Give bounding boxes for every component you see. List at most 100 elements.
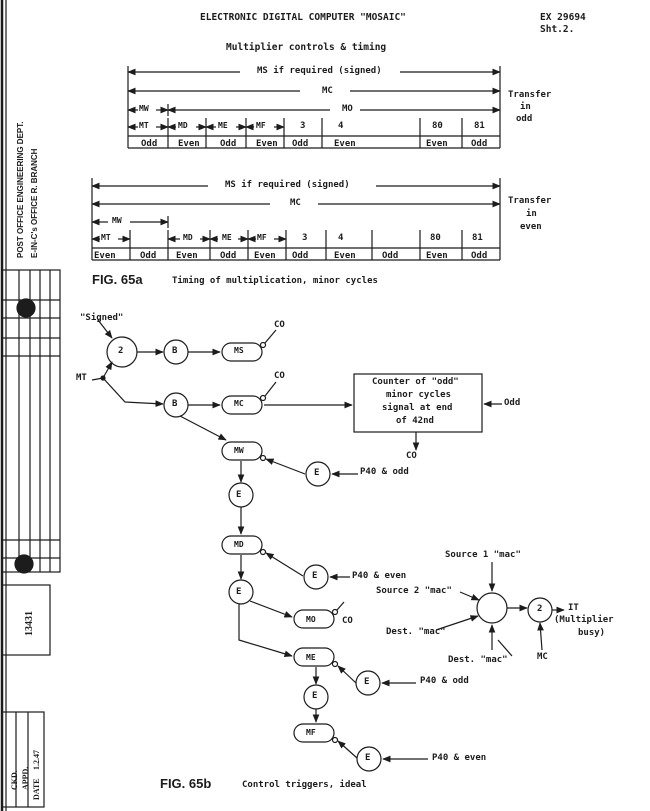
mc-trigger-label: MC [234, 399, 244, 408]
gate-e [303, 564, 329, 590]
counter-text-line: minor cycles [386, 390, 452, 400]
fig-65a-caption: Timing of multiplication, minor cycles [172, 276, 378, 286]
odd-cell: Odd [141, 139, 158, 149]
even-cell: Odd [220, 251, 237, 261]
gate-e [228, 482, 254, 508]
mw-trigger [221, 441, 263, 461]
md-trigger-label: MD [234, 540, 244, 549]
odd-cycle-4: 4 [338, 121, 344, 131]
p40-odd-label-1: P40 & odd [360, 467, 409, 477]
mo-trigger-label: MO [306, 615, 316, 624]
odd-mc-label: MC [322, 86, 333, 96]
even-cell: Even [426, 251, 448, 261]
even-cycle-81: 81 [472, 233, 483, 243]
mc-co-label: CO [274, 371, 285, 381]
odd-cycle-counter-box [353, 373, 483, 433]
me-trigger [293, 647, 335, 667]
dest-1-label: Dest. "mac" [386, 627, 446, 637]
mo-co-label: CO [342, 616, 353, 626]
odd-me-label: ME [218, 121, 228, 130]
even-cycle-80: 80 [430, 233, 441, 243]
even-cycle-4: 4 [338, 233, 344, 243]
odd-mt-label: MT [139, 121, 149, 130]
gate-e-label: E [312, 571, 318, 581]
and-gate-2 [106, 336, 138, 368]
odd-cycle-80: 80 [432, 121, 443, 131]
fig-65a-number: FIG. 65a [92, 272, 143, 287]
even-cell: Even [254, 251, 276, 261]
fig-65b-caption: Control triggers, ideal [242, 780, 367, 790]
ms-co-label: CO [274, 320, 285, 330]
mf-trigger-label: MF [306, 728, 316, 737]
even-cell: Odd [292, 251, 309, 261]
gate-e-label: E [236, 587, 242, 597]
odd-cell: Even [334, 139, 356, 149]
ms-trigger [221, 342, 263, 362]
gate-e [228, 579, 254, 605]
odd-cell: Odd [471, 139, 488, 149]
even-cycle-3: 3 [302, 233, 308, 243]
odd-mw-label: MW [139, 104, 149, 113]
odd-mf-label: MF [256, 121, 266, 130]
mc-input-label: MC [537, 652, 548, 662]
even-cell: Odd [471, 251, 488, 261]
gate-b [163, 392, 189, 418]
and-gate-2-label: 2 [118, 346, 124, 356]
dest-2-label: Dest. "mac" [448, 655, 508, 665]
counter-text-line: of 42nd [396, 416, 434, 426]
sheet-number: Sht.2. [540, 24, 575, 35]
odd-cycle-3: 3 [300, 121, 306, 131]
p40-odd-label-2: P40 & odd [420, 676, 469, 686]
counter-text-line: Counter of "odd" [372, 377, 459, 387]
odd-mo-label: MO [342, 104, 353, 114]
md-trigger [221, 535, 263, 555]
odd-cycle-81: 81 [474, 121, 485, 131]
source-2-label: Source 2 "mac" [376, 586, 452, 596]
me-trigger-label: ME [306, 653, 316, 662]
even-cell: Even [176, 251, 198, 261]
control-trigger-diagram [91, 319, 565, 772]
odd-cell: Odd [292, 139, 309, 149]
even-transfer-label: even [520, 222, 542, 232]
even-cell: Even [334, 251, 356, 261]
mo-trigger [293, 609, 335, 629]
and-gate-2-label: 2 [537, 604, 543, 614]
gate-e-label: E [364, 677, 370, 687]
even-timing-bars [91, 178, 501, 261]
gate-b-label: B [172, 346, 178, 356]
p40-even-label-2: P40 & even [432, 753, 487, 763]
sheet-subtitle: Multiplier controls & timing [226, 42, 387, 53]
counter-co-label: CO [406, 451, 417, 461]
odd-timing-bars [127, 66, 501, 149]
even-cell: Odd [140, 251, 157, 261]
even-mt-label: MT [101, 233, 111, 242]
odd-transfer-label: odd [516, 114, 533, 124]
odd-transfer-label: Transfer [508, 90, 552, 100]
counter-text-line: signal at end [382, 403, 453, 413]
mw-trigger-label: MW [234, 446, 244, 455]
odd-transfer-label: in [520, 102, 531, 112]
mt-input-label: MT [76, 373, 87, 383]
odd-cell: Even [178, 139, 200, 149]
even-transfer-label: Transfer [508, 196, 552, 206]
ms-trigger-label: MS [234, 346, 244, 355]
odd-ms-label: MS if required (signed) [257, 66, 382, 76]
it-label: IT [568, 603, 579, 613]
even-cell: Odd [382, 251, 399, 261]
and-gate-2 [527, 597, 553, 623]
odd-cell: Odd [220, 139, 237, 149]
even-mw-label: MW [112, 216, 122, 225]
or-gate [476, 592, 508, 624]
even-mf-label: MF [257, 233, 267, 242]
even-md-label: MD [183, 233, 193, 242]
even-cell: Even [94, 251, 116, 261]
even-mc-label: MC [290, 198, 301, 208]
gate-e [303, 684, 329, 710]
it-label: (Multiplier [554, 615, 614, 625]
drawing-number: EX 29694 [540, 12, 586, 23]
it-label: busy) [578, 628, 606, 638]
even-transfer-label: in [526, 209, 537, 219]
signed-input-label: "Signed" [80, 313, 124, 323]
odd-cell: Even [426, 139, 448, 149]
